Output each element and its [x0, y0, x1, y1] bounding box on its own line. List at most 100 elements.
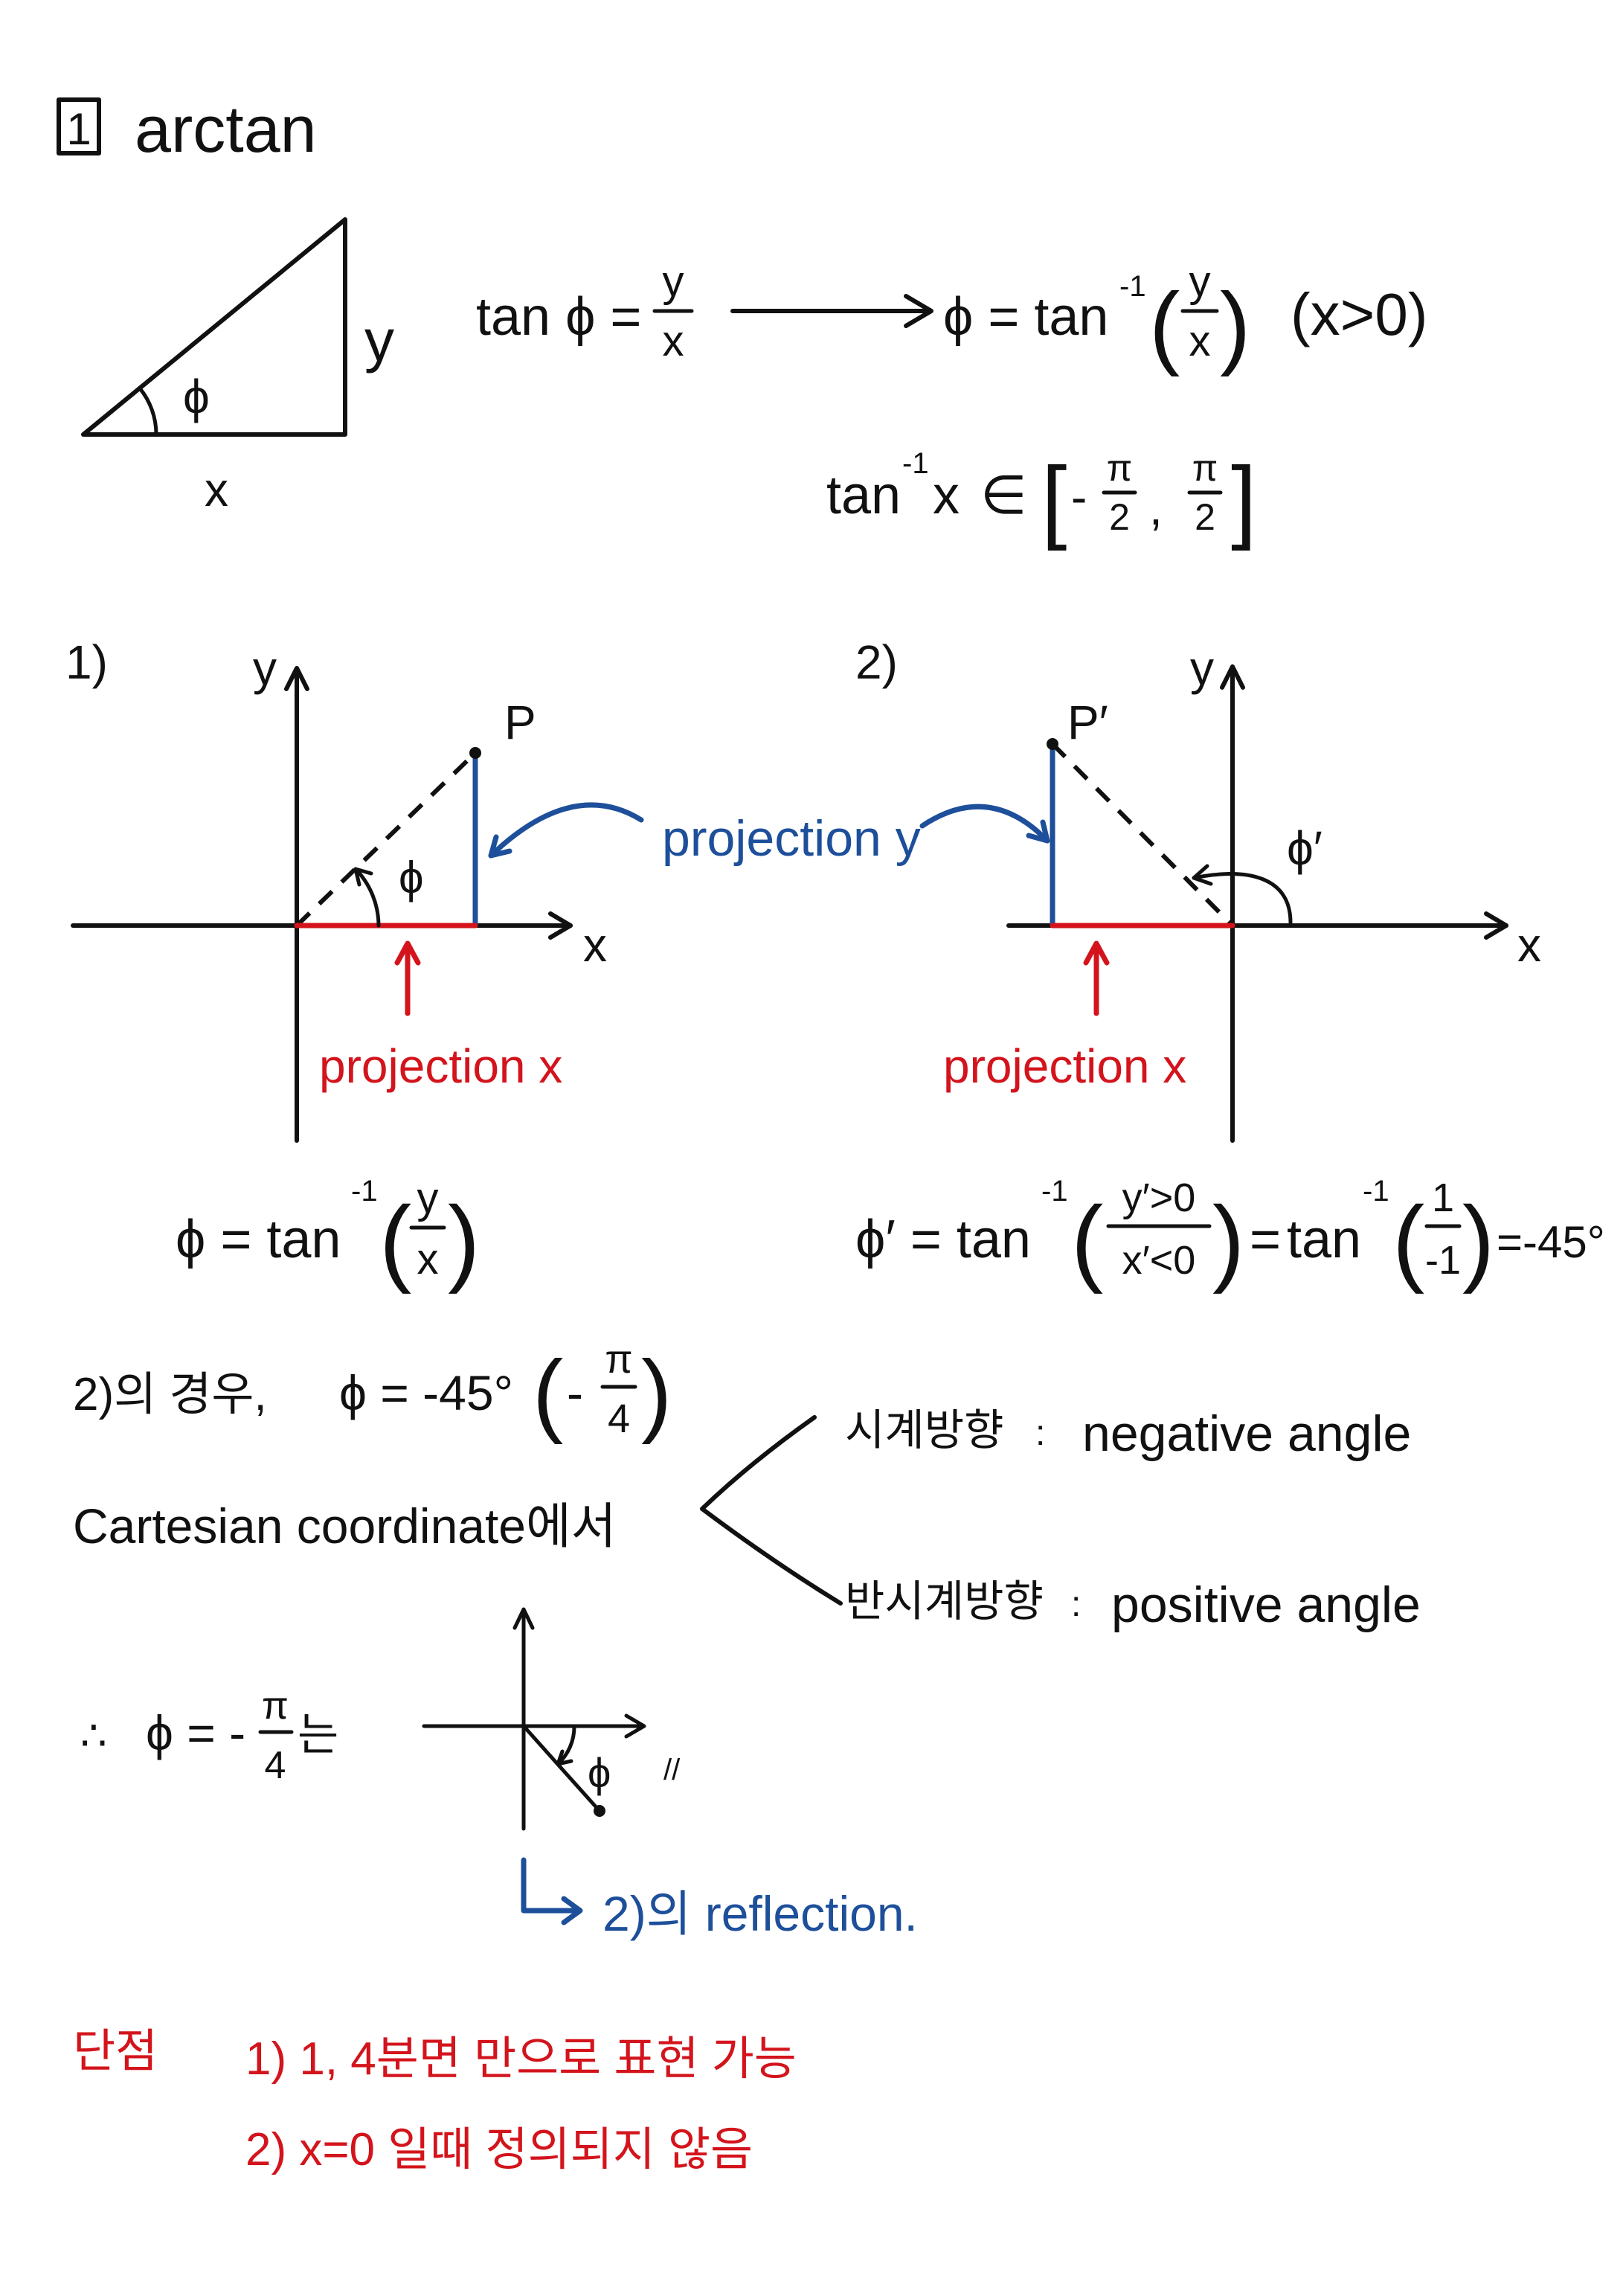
case2-label: 2)	[855, 635, 898, 689]
projection-y-label: projection y	[662, 810, 921, 867]
mini-y-axis-arrow-icon	[512, 1607, 535, 1630]
fraction-denominator: x	[417, 1235, 439, 1283]
left-bracket: [	[1041, 449, 1067, 551]
projection-y-annotation: projection y	[488, 802, 1050, 867]
triangle-adjacent-label: x	[205, 463, 228, 516]
fraction-denominator: 2	[1109, 496, 1130, 538]
x-axis-arrow-icon	[1484, 911, 1508, 940]
direction-korean: 시계방향	[845, 1406, 1003, 1455]
right-paren: )	[641, 1342, 672, 1445]
direction-counterclockwise: 반시계방향 : positive angle	[845, 1577, 1421, 1633]
corner-arrow-icon	[521, 1857, 582, 1914]
triangle-angle-label: ϕ	[183, 370, 210, 423]
y-axis-label: y	[253, 641, 277, 695]
angle-arrow-icon	[353, 867, 373, 887]
fraction-denominator: 4	[608, 1396, 630, 1441]
formula-lhs: ϕ′ = tan	[855, 1210, 1031, 1269]
right-arrow-icon	[730, 294, 933, 328]
right-paren: )	[1212, 1186, 1244, 1295]
radius-dashed-line	[1050, 742, 1235, 928]
radius-dashed-line	[295, 751, 478, 928]
point-p	[469, 747, 481, 759]
mini-point	[594, 1805, 605, 1817]
fraction-denominator: 4	[265, 1744, 286, 1787]
heading: 1 arctan	[57, 92, 317, 166]
direction-english: negative angle	[1082, 1405, 1411, 1462]
mini-x-axis-arrow-icon	[624, 1713, 646, 1739]
y-axis-arrow-icon	[1220, 664, 1245, 690]
fraction-numerator: π	[605, 1337, 632, 1382]
minus-sign: -	[567, 1365, 583, 1420]
inverse-exponent: -1	[351, 1175, 378, 1208]
right-triangle-diagram: ϕ y x	[81, 217, 394, 516]
right-paren: )	[448, 1186, 480, 1295]
x-axis-label: x	[583, 918, 607, 972]
cartesian-heading: Cartesian coordinate에서	[73, 1498, 616, 1553]
heading-title: arctan	[135, 92, 317, 166]
x-axis-arrow-icon	[548, 911, 573, 940]
angle-arc	[1192, 872, 1293, 925]
fraction-denominator: x′<0	[1122, 1238, 1196, 1283]
mini-radius-line	[521, 1724, 602, 1813]
section-number: 1	[66, 104, 91, 154]
fraction-numerator: 1	[1432, 1176, 1454, 1220]
inverse-exponent: -1	[1363, 1175, 1389, 1208]
angle-arrow-icon	[1192, 864, 1213, 886]
case2-formula: ϕ′ = tan -1 ( y′>0 x′<0 ) = tan -1 ( 1 -…	[855, 1175, 1605, 1295]
section-number-box	[57, 97, 101, 155]
arctan-equation-lhs: ϕ = tan	[943, 287, 1108, 347]
left-paren: (	[1071, 1186, 1103, 1295]
case2-graph: 2) y x P′ ϕ′ projection x	[855, 635, 1541, 1143]
therefore-symbol: ∴	[80, 1712, 107, 1759]
formula-func: tan	[1287, 1210, 1361, 1269]
conclusion: ∴ ϕ = - π 4 는 ϕ //	[80, 1607, 681, 1831]
corner-arrow-head	[561, 1896, 583, 1925]
right-triangle	[81, 217, 347, 437]
fraction-numerator: π	[1107, 447, 1133, 489]
fraction-denominator: x	[1189, 317, 1211, 365]
right-paren: )	[1462, 1186, 1494, 1295]
case1-label: 1)	[65, 635, 108, 689]
angle-label: ϕ	[399, 853, 424, 902]
projection-x-label: projection x	[319, 1039, 562, 1093]
fraction-denominator: -1	[1425, 1238, 1461, 1283]
curved-arrow-right	[919, 804, 1050, 844]
arrow-head	[904, 294, 933, 328]
right-bracket: ]	[1231, 449, 1256, 551]
arctan-definition: tan ϕ = y x ϕ = tan -1 ( y x ) (x>0)	[476, 257, 1428, 377]
left-paren: (	[379, 1186, 411, 1295]
element-of-symbol: ∈	[980, 466, 1027, 525]
equals-sign: =	[1250, 1210, 1281, 1269]
case-note-text: 2)의 경우,	[73, 1369, 267, 1420]
direction-separator: :	[1035, 1414, 1045, 1453]
inverse-exponent: -1	[1041, 1175, 1068, 1208]
range-exponent: -1	[902, 447, 929, 480]
direction-english: positive angle	[1111, 1577, 1421, 1633]
tan-equation-lhs: tan ϕ =	[476, 287, 641, 347]
drawbacks: 단점 1) 1, 4분면 만으로 표현 가능 2) x=0 일때 정의되지 않음	[73, 2026, 797, 2175]
comma: ,	[1149, 481, 1163, 535]
range-variable: x	[933, 466, 960, 525]
point-label: P	[504, 696, 536, 749]
fraction-numerator: y	[417, 1174, 439, 1222]
fraction-numerator: π	[1192, 447, 1218, 489]
angle-arc	[353, 867, 381, 928]
direction-clockwise: 시계방향 : negative angle	[845, 1405, 1411, 1462]
direction-korean: 반시계방향	[845, 1577, 1044, 1626]
angle-arc	[138, 386, 158, 437]
curved-arrow-right-icon	[1026, 819, 1050, 844]
case2-note: 2)의 경우, ϕ = -45° ( - π 4 )	[73, 1337, 672, 1445]
case1-graph: 1) y x P ϕ projection x	[65, 635, 607, 1143]
angle-label: ϕ′	[1287, 821, 1322, 875]
x-axis-label: x	[1517, 918, 1541, 972]
left-paren: (	[1149, 275, 1180, 377]
case1-formula: ϕ = tan -1 ( y x )	[176, 1174, 480, 1295]
drawbacks-title: 단점	[73, 2026, 158, 2077]
arctan-range: tan -1 x ∈ [ - π 2 , π 2 ]	[826, 447, 1256, 551]
right-paren: )	[1220, 275, 1250, 377]
reflection-note: 2)의 reflection.	[521, 1857, 918, 1941]
mini-angle-arrow-icon	[556, 1749, 573, 1766]
direction-separator: :	[1071, 1585, 1081, 1624]
fraction-numerator: y	[1189, 257, 1211, 306]
branch-bracket	[700, 1415, 843, 1606]
